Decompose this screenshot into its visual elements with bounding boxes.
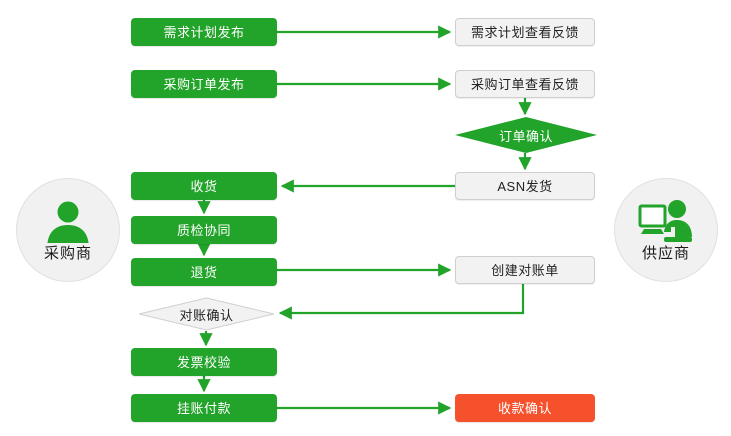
node-label: 挂账付款 [176, 400, 231, 416]
actor-supplier[interactable]: 供应商 [614, 178, 718, 282]
node-label: 收货 [190, 178, 218, 194]
edge-n10-n11 [278, 284, 525, 320]
node-invoice-verification[interactable]: 发票校验 [131, 348, 277, 376]
node-label: 采购订单发布 [163, 76, 245, 92]
person-icon [47, 201, 89, 243]
node-account-payment[interactable]: 挂账付款 [131, 394, 277, 422]
actor-label: 采购商 [43, 245, 92, 262]
person-computer-icon [638, 200, 692, 242]
node-label: 需求计划查看反馈 [470, 24, 579, 40]
node-create-reconciliation-statement[interactable]: 创建对账单 [455, 256, 595, 284]
node-demand-plan-publish[interactable]: 需求计划发布 [131, 18, 277, 46]
actor-label: 供应商 [641, 245, 690, 262]
node-quality-inspection-collaboration[interactable]: 质检协同 [131, 216, 277, 244]
node-purchase-order-publish[interactable]: 采购订单发布 [131, 70, 277, 98]
node-label: 发票校验 [176, 354, 231, 370]
node-receive-goods[interactable]: 收货 [131, 172, 277, 200]
diamond-shape-green [455, 117, 597, 153]
node-label: 订单确认 [498, 128, 553, 144]
node-purchase-order-view-feedback[interactable]: 采购订单查看反馈 [455, 70, 595, 98]
node-label: 采购订单查看反馈 [470, 76, 579, 92]
actor-buyer[interactable]: 采购商 [16, 178, 120, 282]
node-label: 需求计划发布 [163, 24, 245, 40]
diamond-shape-gray [138, 297, 275, 331]
node-order-confirm[interactable]: 订单确认 [455, 117, 597, 153]
node-asn-shipment[interactable]: ASN发货 [455, 172, 595, 200]
node-label: ASN发货 [497, 178, 553, 194]
node-label: 收款确认 [497, 400, 552, 416]
node-label: 退货 [190, 264, 218, 280]
node-label: 创建对账单 [491, 262, 559, 278]
node-label: 对账确认 [179, 307, 234, 323]
node-return-goods[interactable]: 退货 [131, 258, 277, 286]
node-demand-plan-view-feedback[interactable]: 需求计划查看反馈 [455, 18, 595, 46]
node-reconciliation-confirm[interactable]: 对账确认 [138, 297, 275, 331]
node-label: 质检协同 [176, 222, 231, 238]
node-payment-receipt-confirm[interactable]: 收款确认 [455, 394, 595, 422]
